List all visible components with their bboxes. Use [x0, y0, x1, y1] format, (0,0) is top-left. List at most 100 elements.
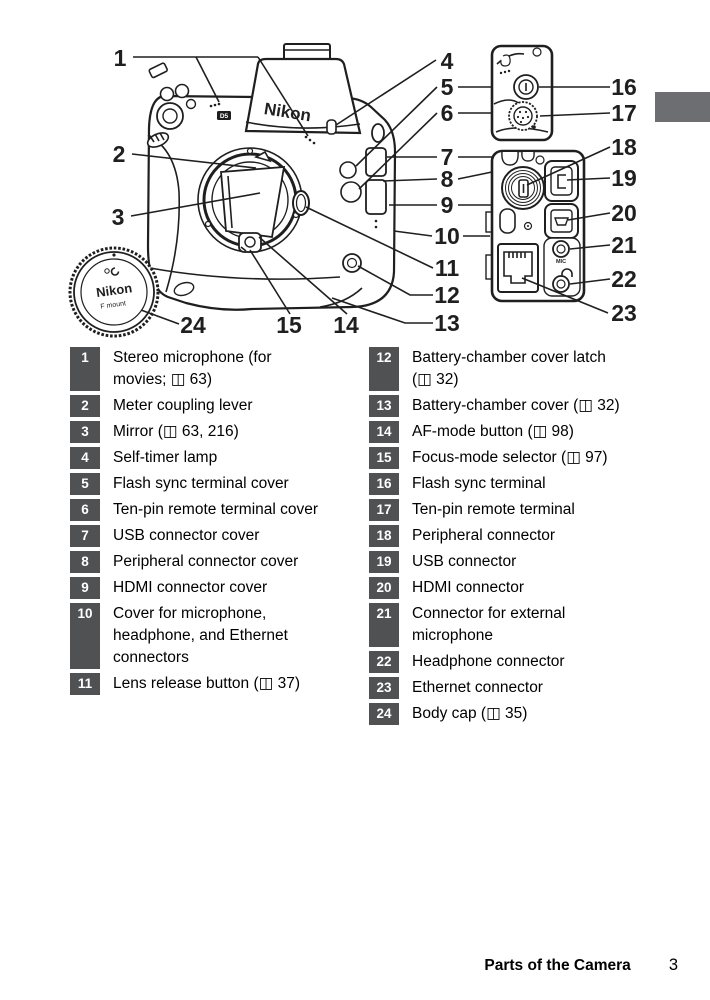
callout-1: 1: [114, 45, 127, 71]
callout-6: 6: [441, 100, 454, 126]
external-mic-jack-shape: [552, 240, 570, 258]
legend-item-label: Ten-pin remote terminal: [412, 501, 575, 518]
page-footer: Parts of the Camera 3: [484, 956, 678, 975]
terminal-detail-top: [490, 44, 554, 142]
self-timer-lamp-shape: [326, 119, 337, 135]
legend-item: 14 AF-mode button (◫ 98): [369, 421, 661, 443]
legend-item-number: 13: [369, 395, 399, 417]
legend-item-label: Meter coupling lever: [113, 397, 253, 414]
callout-numbers: 1 2 3 4 5 6 7 8 9 10 11 12 13 14 15 16 1…: [112, 45, 637, 338]
legend-item: 2 Meter coupling lever: [70, 395, 355, 417]
legend-item-number: 3: [70, 421, 100, 443]
callout-20: 20: [611, 200, 637, 226]
legend-item-number: 14: [369, 421, 399, 443]
legend-item: 6 Ten-pin remote terminal cover: [70, 499, 355, 521]
legend-item-label: Lens release button (◫ 37): [113, 675, 300, 692]
legend-item-number: 8: [70, 551, 100, 573]
legend-item-number: 2: [70, 395, 100, 417]
legend-item: 17 Ten-pin remote terminal: [369, 499, 661, 521]
legend-item-label: USB connector cover: [113, 527, 260, 544]
stereo-microphone-dots: [209, 102, 316, 145]
callout-12: 12: [434, 282, 460, 308]
legend-item-label: Ten-pin remote terminal cover: [113, 501, 319, 518]
legend-item-number: 17: [369, 499, 399, 521]
legend-item: 7 USB connector cover: [70, 525, 355, 547]
body-cap-mount-text: F mount: [100, 300, 126, 311]
legend-item-label: Focus-mode selector (◫ 97): [412, 449, 608, 466]
legend-item-number: 23: [369, 677, 399, 699]
legend-item: 21 Connector for external microphone: [369, 603, 661, 647]
callout-5: 5: [441, 74, 454, 100]
legend-item: 16 Flash sync terminal: [369, 473, 661, 495]
legend-item-number: 22: [369, 651, 399, 673]
legend-item-number: 4: [70, 447, 100, 469]
model-badge: [217, 111, 231, 120]
legend-item-number: 15: [369, 447, 399, 469]
meter-coupling-lever: [253, 150, 272, 163]
callout-22: 22: [611, 266, 637, 292]
legend-item-number: 10: [70, 603, 100, 669]
legend-item-label: Battery-chamber cover (◫ 32): [412, 397, 620, 414]
legend-item-label: HDMI connector: [412, 579, 524, 596]
legend-item-number: 16: [369, 473, 399, 495]
footer-section-title: Parts of the Camera: [484, 957, 631, 974]
legend-item: 22 Headphone connector: [369, 651, 661, 673]
mic-jack-label: MIC: [556, 259, 566, 265]
legend-item-label: HDMI connector cover: [113, 579, 268, 596]
legend-item-number: 20: [369, 577, 399, 599]
legend-item-label: Battery-chamber cover latch (◫ 32): [412, 349, 606, 388]
chapter-tab: [655, 92, 710, 122]
callout-16: 16: [611, 74, 637, 100]
legend-item-label: Peripheral connector cover: [113, 553, 299, 570]
terminal-detail-side: MIC: [485, 149, 586, 303]
legend-item: 4 Self-timer lamp: [70, 447, 355, 469]
body-cap-logo-text: Nikon: [95, 280, 133, 300]
mirror-shape: [220, 166, 286, 239]
callout-2: 2: [113, 141, 126, 167]
legend-item-label: Mirror (◫ 63, 216): [113, 423, 239, 440]
legend-item-number: 6: [70, 499, 100, 521]
callout-10: 10: [434, 223, 460, 249]
callout-15: 15: [276, 312, 302, 338]
legend-item-label: AF-mode button (◫ 98): [412, 423, 574, 440]
legend-item-label: Cover for microphone, headphone, and Eth…: [113, 605, 288, 666]
hdmi-connector-shape: [544, 203, 579, 239]
callout-lines: [130, 56, 611, 325]
legend-item-label: Headphone connector: [412, 653, 565, 670]
legend-item-label: Connector for external microphone: [412, 605, 566, 644]
legend-item-label: Self-timer lamp: [113, 449, 218, 466]
callout-21: 21: [611, 232, 637, 258]
legend-item-label: Flash sync terminal cover: [113, 475, 289, 492]
legend-item: 13 Battery-chamber cover (◫ 32): [369, 395, 661, 417]
callout-4: 4: [441, 48, 454, 74]
legend-item-number: 7: [70, 525, 100, 547]
footer-page-number: 3: [668, 956, 678, 974]
legend-item: 8 Peripheral connector cover: [70, 551, 355, 573]
legend-item: 15 Focus-mode selector (◫ 97): [369, 447, 661, 469]
callout-14: 14: [333, 312, 359, 338]
headphone-jack-shape: [552, 268, 573, 293]
camera-diagram: Nikon D5: [68, 43, 637, 338]
af-mode-button-shape: [244, 236, 256, 248]
legend-item-label: Peripheral connector: [412, 527, 556, 544]
legend-item: 3 Mirror (◫ 63, 216): [70, 421, 355, 443]
legend-item-number: 9: [70, 577, 100, 599]
ethernet-connector-shape: [497, 243, 539, 293]
legend-item-label: Flash sync terminal: [412, 475, 546, 492]
camera-front-illustration: Nikon D5: [146, 43, 397, 311]
legend-item-label: Stereo microphone (for movies; ◫ 63): [113, 349, 272, 388]
legend-item-number: 21: [369, 603, 399, 647]
callout-9: 9: [441, 192, 454, 218]
callout-23: 23: [611, 300, 637, 326]
